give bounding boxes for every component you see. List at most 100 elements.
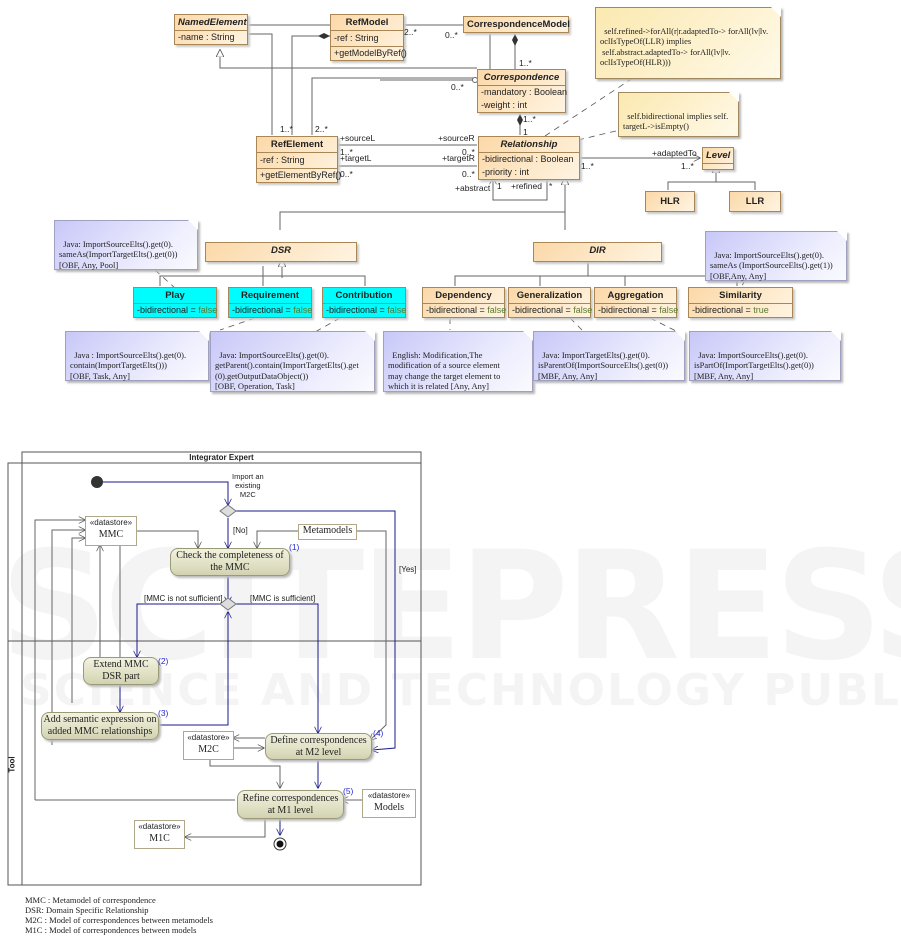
class-name: RefElement <box>257 137 337 153</box>
class-name: CorrespondenceModel <box>467 19 570 30</box>
guard-sufficient: [MMC is sufficient] <box>250 594 316 603</box>
datastore-name: M2C <box>198 744 219 755</box>
datastore-mmc[interactable]: «datastore» MMC <box>85 516 137 546</box>
attr-value: false <box>487 305 507 315</box>
class-attr: -priority : int <box>482 167 530 177</box>
datastore-m2c[interactable]: «datastore» M2C <box>183 731 234 760</box>
watermark-subtitle: SCIENCE AND TECHNOLOGY PUBLICATIONS <box>20 665 901 716</box>
class-aggregation[interactable]: Aggregation -bidirectional = false <box>594 287 679 318</box>
attr-name: -bidirectional <box>232 305 284 315</box>
class-level[interactable]: Level <box>702 147 734 170</box>
class-name: DSR <box>270 245 292 256</box>
class-name: HLR <box>660 196 680 207</box>
class-op: +getModelByRef() <box>334 48 407 58</box>
class-name: Relationship <box>479 137 579 153</box>
abbreviation-legend: MMC : Metamodel of correspondence DSR: D… <box>25 895 213 935</box>
class-generalization[interactable]: Generalization -bidirectional = false <box>508 287 592 318</box>
note-text: Java: ImportSourceElts().get(0). sameAs … <box>710 249 833 281</box>
class-op: +getElementByRef() <box>260 170 342 180</box>
attr-name: -bidirectional <box>137 305 189 315</box>
datastore-stereotype: «datastore» <box>187 733 230 742</box>
role-label: +abstract <box>455 183 491 193</box>
class-named-element[interactable]: NamedElement -name : String <box>174 14 248 45</box>
class-attr: -ref : String <box>334 33 379 43</box>
class-attr: -bidirectional : Boolean <box>482 154 574 164</box>
attr-eq: = <box>743 305 754 315</box>
datastore-models[interactable]: «datastore» Models <box>362 789 416 818</box>
attr-eq: = <box>649 305 660 315</box>
datastore-stereotype: «datastore» <box>138 822 181 831</box>
guard-no: [No] <box>233 526 248 535</box>
note-ocl-bidirectional: self.bidirectional implies self. targetL… <box>618 92 739 137</box>
class-name: Aggregation <box>595 288 676 304</box>
role-label: +sourceR <box>438 133 475 143</box>
datastore-name: Metamodels <box>302 525 353 536</box>
note-text: self.refined->forAll(r|r.adaptedTo-> for… <box>600 25 769 68</box>
multiplicity: 0..* <box>462 147 475 157</box>
class-correspondence[interactable]: Correspondence -mandatory : Boolean -wei… <box>477 69 567 113</box>
class-relationship[interactable]: Relationship -bidirectional : Boolean -p… <box>478 136 580 180</box>
attr-eq: = <box>377 305 388 315</box>
class-dependency[interactable]: Dependency -bidirectional = false <box>422 287 507 318</box>
action-text: Define correspondences at M2 level <box>270 734 367 758</box>
class-name: DIR <box>589 245 606 256</box>
datastore-name: MMC <box>98 529 124 540</box>
class-hlr[interactable]: HLR <box>645 191 695 212</box>
note-text: self.bidirectional implies self. targetL… <box>623 110 729 132</box>
class-ref-model[interactable]: RefModel -ref : String +getModelByRef() <box>330 14 407 61</box>
attr-name: -bidirectional <box>692 305 744 315</box>
note-fold-icon <box>199 331 209 341</box>
class-llr[interactable]: LLR <box>729 191 781 212</box>
multiplicity: 0..* <box>462 169 475 179</box>
attr-value: false <box>198 305 218 315</box>
legend-item: MMC : Metamodel of correspondence <box>25 895 156 905</box>
attr-value: false <box>293 305 313 315</box>
class-ref-element[interactable]: RefElement -ref : String +getElementByRe… <box>256 136 342 183</box>
class-dsr[interactable]: DSR <box>205 242 357 262</box>
note-ocl-refined: self.refined->forAll(r|r.adaptedTo-> for… <box>595 7 781 79</box>
role-label: +sourceL <box>340 133 376 143</box>
datastore-m1c[interactable]: «datastore» M1C <box>134 820 185 849</box>
action-text: Add semantic expression on added MMC rel… <box>43 714 157 737</box>
action-text: Extend MMC DSR part <box>93 659 149 682</box>
note-fold-icon <box>188 220 198 230</box>
guard-yes: [Yes] <box>399 565 417 574</box>
class-similarity[interactable]: Similarity -bidirectional = true <box>688 287 793 318</box>
class-dir[interactable]: DIR <box>533 242 662 262</box>
attr-value: true <box>753 305 769 315</box>
note-fold-icon <box>675 331 685 341</box>
action-extend-mmc[interactable]: Extend MMC DSR part <box>83 657 159 685</box>
multiplicity: 1..* <box>340 147 353 157</box>
note-contribution: Java: ImportSourceElts().get(0). getPare… <box>210 331 375 392</box>
datastore-metamodels[interactable]: Metamodels <box>298 524 357 540</box>
class-contribution[interactable]: Contribution -bidirectional = false <box>322 287 406 318</box>
class-correspondence-model[interactable]: CorrespondenceModel <box>463 16 570 33</box>
action-refine-m1[interactable]: Refine correspondences at M1 level <box>237 790 344 819</box>
attr-eq: = <box>477 305 488 315</box>
datastore-name: M1C <box>149 833 170 844</box>
class-play[interactable]: Play -bidirectional = false <box>133 287 217 318</box>
decision-node-import <box>219 504 237 518</box>
note-text: Java: ImportTargetElts().get(0). isParen… <box>538 349 669 381</box>
action-number: (5) <box>343 786 354 796</box>
class-name: Contribution <box>323 288 405 304</box>
initial-node <box>91 476 103 488</box>
multiplicity: 1 <box>523 127 528 137</box>
class-name: Similarity <box>689 288 792 304</box>
datastore-name: Models <box>374 802 404 813</box>
attr-name: -bidirectional <box>598 305 650 315</box>
action-define-m2[interactable]: Define correspondences at M2 level <box>265 733 372 760</box>
note-dependency: English: Modification,The modification o… <box>383 331 533 392</box>
multiplicity: 0..* <box>340 169 353 179</box>
class-name: Generalization <box>509 288 590 304</box>
note-similarity: Java: ImportSourceElts().get(0). sameAs … <box>705 231 847 281</box>
note-fold-icon <box>729 92 739 102</box>
note-aggregation: Java: ImportSourceElts().get(0). isPartO… <box>689 331 841 381</box>
multiplicity: 1..* <box>280 124 293 134</box>
decision-node-sufficient <box>219 597 237 611</box>
attr-value: false <box>659 305 679 315</box>
class-requirement[interactable]: Requirement -bidirectional = false <box>228 287 312 318</box>
multiplicity: 1..* <box>681 161 694 171</box>
action-add-semantic[interactable]: Add semantic expression on added MMC rel… <box>41 712 159 740</box>
action-check-completeness[interactable]: Check the completeness of the MMC <box>170 548 290 576</box>
